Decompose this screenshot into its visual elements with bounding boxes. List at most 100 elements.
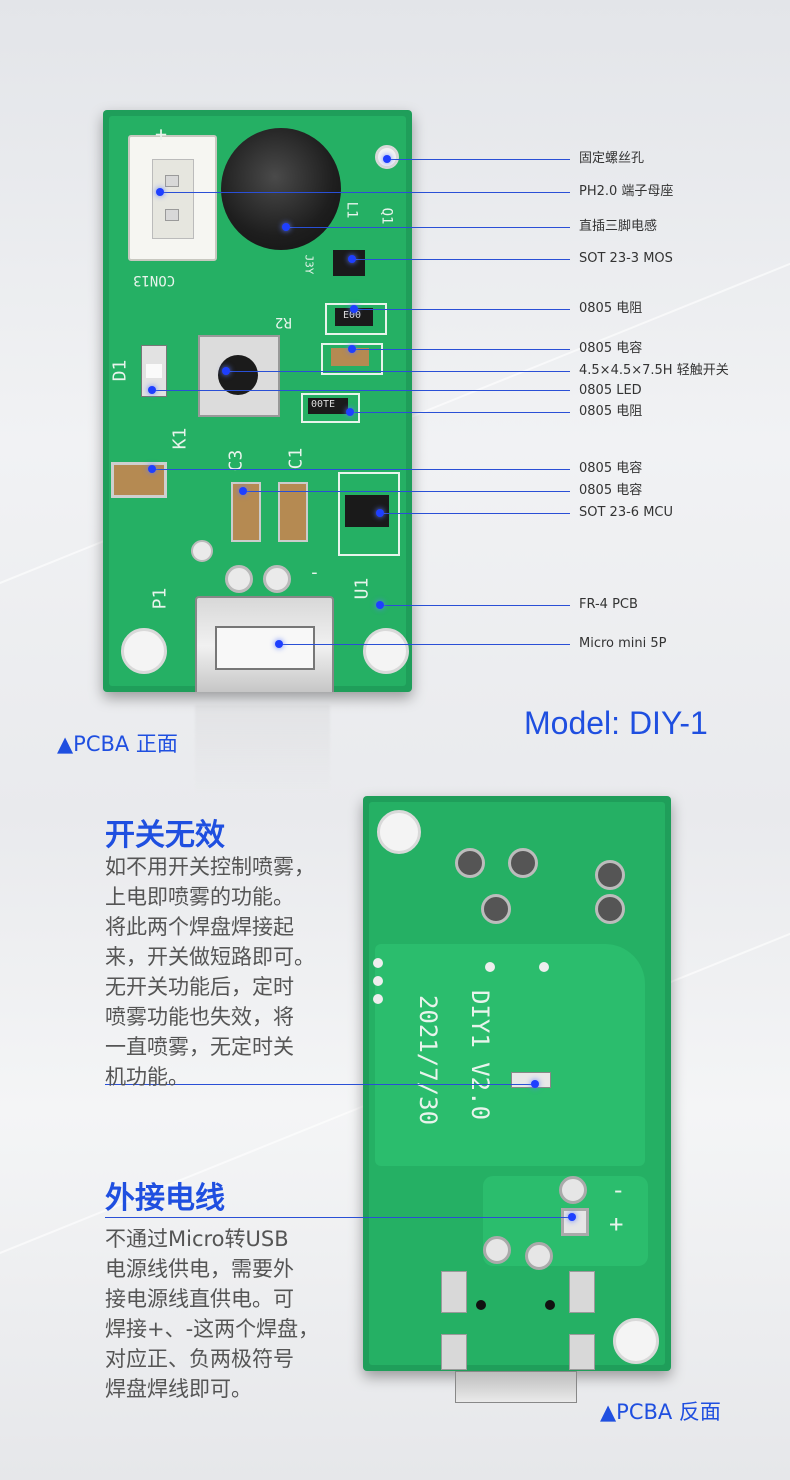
capacitor — [231, 482, 261, 542]
callout-label: 0805 电阻 — [579, 404, 643, 419]
callout-label: 直插三脚电感 — [579, 219, 658, 234]
callout-label: 0805 电容 — [579, 461, 643, 476]
power-pad-plus — [561, 1208, 589, 1236]
callout-dot — [568, 1213, 576, 1221]
solder-pad — [263, 565, 291, 593]
usb-pad — [569, 1334, 595, 1370]
silk-plus: + — [155, 122, 168, 146]
led — [141, 345, 167, 397]
desc-line: 来，开关做短路即可。 — [105, 945, 315, 969]
switch-solder-pad — [455, 848, 485, 878]
tactile-switch — [198, 335, 280, 417]
callout-label: 0805 电容 — [579, 483, 643, 498]
desc-line: 上电即喷雾的功能。 — [105, 885, 294, 909]
mounting-hole — [363, 628, 409, 674]
silk-mos-code: J3Y — [302, 254, 316, 275]
callout-label: 0805 电容 — [579, 341, 643, 356]
solder-pad — [191, 540, 213, 562]
callout-label: 0805 电阻 — [579, 301, 643, 316]
silk-q1: Q1 — [378, 207, 395, 225]
back-usb-connector — [455, 1371, 577, 1403]
silk-k1: K1 — [169, 427, 191, 450]
mounting-hole — [377, 810, 421, 854]
desc-line: 机功能。 — [105, 1065, 189, 1089]
desc-line: 将此两个焊盘焊接起 — [105, 915, 294, 939]
silk-c1: C1 — [285, 447, 307, 470]
silk-l1: L1 — [343, 201, 360, 219]
via — [373, 976, 383, 986]
callout-line-power — [105, 1217, 572, 1218]
resistor-outline — [325, 303, 387, 335]
desc-line: 喷雾功能也失效，将 — [105, 1005, 294, 1029]
callout-label: SOT 23-6 MCU — [579, 505, 674, 520]
desc-line: 焊盘焊线即可。 — [105, 1377, 252, 1401]
silk-minus: - — [611, 1176, 626, 1204]
front-caption: ▲PCBA 正面 — [57, 732, 178, 756]
section-desc-wire: 不通过Micro转USB 电源线供电，需要外 接电源线直供电。可 焊接+、-这两… — [105, 1224, 340, 1404]
usb-pad — [441, 1334, 467, 1370]
desc-line: 一直喷雾，无定时关 — [105, 1035, 294, 1059]
via — [539, 962, 549, 972]
silk-plus: + — [609, 1210, 624, 1238]
usb-pad — [441, 1271, 467, 1313]
silk-u1: U1 — [351, 577, 373, 600]
silk-p1: P1 — [149, 587, 171, 610]
switch-solder-pad — [595, 894, 625, 924]
mos-chip — [333, 250, 365, 276]
copper-pour — [375, 944, 645, 1166]
silk-r-code: E00 — [343, 310, 362, 321]
usb-hole — [545, 1300, 555, 1310]
desc-line: 电源线供电，需要外 — [105, 1257, 294, 1281]
silk-board-name: DIY1 V2.0 — [466, 989, 495, 1121]
capacitor — [111, 462, 167, 498]
desc-line: 不通过Micro转USB — [105, 1227, 289, 1251]
model-title: Model: DIY-1 — [524, 705, 708, 741]
silk-r2: R2 — [275, 314, 292, 330]
desc-line: 无开关功能后，定时 — [105, 975, 294, 999]
via — [485, 962, 495, 972]
front-board-reflection — [195, 705, 330, 795]
callout-label: 0805 LED — [579, 383, 642, 398]
usb-pad — [569, 1271, 595, 1313]
via — [373, 958, 383, 968]
callout-label: Micro mini 5P — [579, 636, 667, 651]
silk-d1: D1 — [109, 359, 131, 382]
mcu-outline — [338, 472, 400, 556]
section-desc-switch: 如不用开关控制喷雾， 上电即喷雾的功能。 将此两个焊盘焊接起 来，开关做短路即可… — [105, 852, 340, 1092]
switch-solder-pad — [481, 894, 511, 924]
pcba-back-board: DIY1 V2.0 2021/7/30 - + — [363, 796, 671, 1371]
silk-board-date: 2021/7/30 — [414, 994, 443, 1126]
mounting-hole — [613, 1318, 659, 1364]
back-caption: ▲PCBA 反面 — [600, 1400, 721, 1424]
capacitor — [278, 482, 308, 542]
callout-label: 4.5×4.5×7.5H 轻触开关 — [579, 363, 729, 378]
resistor — [308, 398, 348, 414]
resistor — [335, 308, 373, 326]
callout-label: 固定螺丝孔 — [579, 151, 645, 166]
callout-label: PH2.0 端子母座 — [579, 184, 674, 199]
switch-solder-pad — [508, 848, 538, 878]
callout-label: FR-4 PCB — [579, 597, 638, 612]
silk-r-code2: 00TE — [311, 399, 336, 410]
silk-minus: - — [309, 562, 320, 583]
usb-hole — [476, 1300, 486, 1310]
callout-line-switch — [105, 1084, 535, 1085]
pcba-front-board: CON13 + L1 Q1 J3Y E00 R2 K1 00TE D1 C3 C… — [103, 110, 412, 692]
solder-pad — [483, 1236, 511, 1264]
ph2-connector — [128, 135, 217, 261]
section-title-wire: 外接电线 — [105, 1181, 225, 1216]
solder-pad — [225, 565, 253, 593]
capacitor-outline — [321, 343, 383, 375]
desc-line: 如不用开关控制喷雾， — [105, 855, 315, 879]
silk-conn: CON13 — [133, 272, 176, 288]
desc-line: 接电源线直供电。可 — [105, 1287, 294, 1311]
desc-line: 焊接+、-这两个焊盘， — [105, 1317, 320, 1341]
switch-solder-pad — [595, 860, 625, 890]
power-pad-minus — [559, 1176, 587, 1204]
resistor-outline — [301, 393, 360, 423]
capacitor — [331, 348, 369, 366]
callout-label: SOT 23-3 MOS — [579, 251, 673, 266]
via — [373, 994, 383, 1004]
desc-line: 对应正、负两极符号 — [105, 1347, 294, 1371]
inductor — [221, 128, 341, 250]
